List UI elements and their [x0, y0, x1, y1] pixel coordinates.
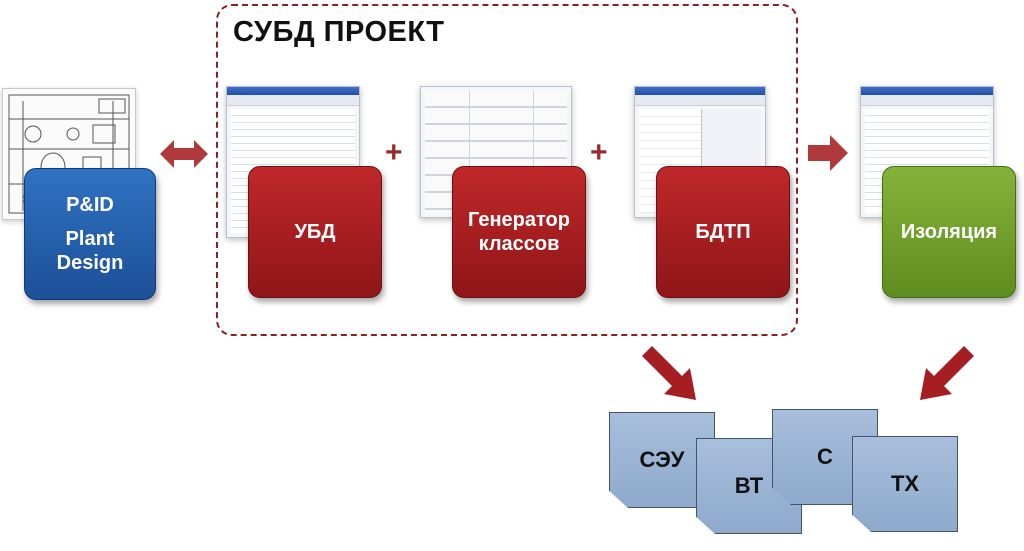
group-title: СУБД ПРОЕКТ — [233, 16, 445, 48]
double-arrow-icon — [160, 140, 208, 168]
subd-project-frame — [216, 4, 798, 336]
output-doc-tx: ТХ — [852, 436, 958, 532]
ubd-label: УБД — [294, 221, 336, 243]
generator-label-line1: Генератор — [468, 209, 570, 231]
arrow-down-right-icon — [642, 346, 696, 400]
doc-label-seu: СЭУ — [639, 447, 685, 472]
pid-plant-design-box: P&ID Plant Design — [24, 168, 156, 300]
ubd-box: УБД — [248, 166, 382, 298]
plant-label: Plant — [65, 228, 115, 250]
plus-operator-1: + — [385, 136, 403, 169]
class-generator-box: Генератор классов — [452, 166, 586, 298]
bdtp-box: БДТП — [656, 166, 790, 298]
doc-label-s: С — [817, 444, 833, 469]
insulation-label: Изоляция — [900, 221, 998, 243]
plus-operator-2: + — [590, 136, 608, 169]
generator-label-line2: классов — [478, 233, 560, 255]
doc-label-tx: ТХ — [890, 471, 920, 496]
insulation-box: Изоляция — [882, 166, 1016, 298]
design-label: Design — [56, 252, 124, 274]
arrow-right-icon — [808, 135, 848, 171]
doc-label-vt: ВТ — [734, 473, 764, 498]
arrow-down-left-icon — [920, 346, 974, 400]
bdtp-label: БДТП — [695, 221, 751, 243]
pid-label: P&ID — [66, 194, 114, 216]
